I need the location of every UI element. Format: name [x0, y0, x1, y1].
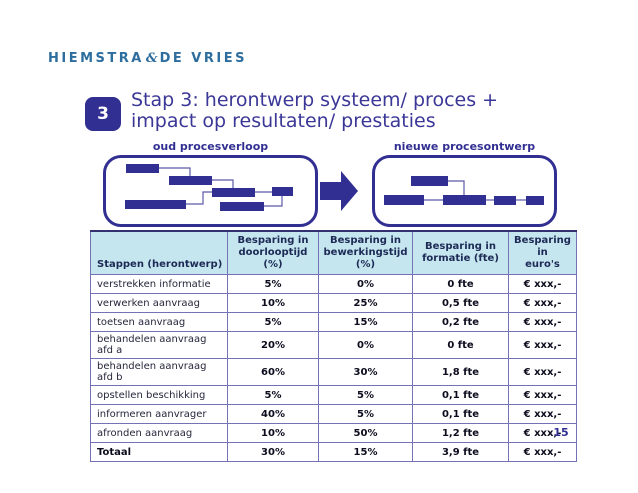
column-header-euros: Besparing in euro's [508, 230, 577, 275]
connector-line [212, 179, 234, 188]
connector-line [448, 180, 465, 195]
value-cell: 5% [227, 274, 319, 294]
connector-line [186, 191, 212, 205]
value-cell: € xxx,- [508, 385, 577, 405]
process-block [443, 195, 486, 205]
value-cell: € xxx,- [508, 423, 577, 443]
table-row: afronden aanvraag 10% 50% 1,2 fte € xxx,… [90, 423, 577, 443]
value-cell: 0% [318, 331, 413, 359]
value-cell: 5% [227, 385, 319, 405]
column-header-stappen: Stappen (herontwerp) [90, 230, 228, 275]
value-cell: 0,1 fte [412, 404, 509, 424]
table-row: toetsen aanvraag 5% 15% 0,2 fte € xxx,- [90, 312, 577, 332]
value-cell: € xxx,- [508, 331, 577, 359]
old-process-label: oud procesverloop [152, 140, 269, 153]
step-cell: opstellen beschikking [90, 385, 228, 405]
value-cell: € xxx,- [508, 293, 577, 313]
value-cell: 10% [227, 423, 319, 443]
value-cell: 25% [318, 293, 413, 313]
process-block [125, 200, 186, 209]
value-cell: 15% [318, 312, 413, 332]
value-cell: 60% [227, 358, 319, 386]
process-block [272, 187, 293, 196]
step-cell: verwerken aanvraag [90, 293, 228, 313]
page-number: 15 [553, 426, 569, 439]
value-cell: 0,1 fte [412, 385, 509, 405]
new-process-flow-graphic [384, 176, 544, 205]
value-cell: 30% [318, 358, 413, 386]
value-cell: 10% [227, 293, 319, 313]
value-cell: 50% [318, 423, 413, 443]
table-row: informeren aanvrager 40% 5% 0,1 fte € xx… [90, 404, 577, 424]
table-row: verstrekken informatie 5% 0% 0 fte € xxx… [90, 274, 577, 294]
company-logo: HIEMSTRA&DE VRIES [48, 51, 247, 66]
value-cell: 1,8 fte [412, 358, 509, 386]
process-block [126, 164, 159, 173]
value-cell: 40% [227, 404, 319, 424]
value-cell: € xxx,- [508, 358, 577, 386]
value-cell: 0,5 fte [412, 293, 509, 313]
logo-text-left: HIEMSTRA [48, 51, 144, 66]
new-process-label: nieuwe procesontwerp [393, 140, 536, 153]
old-process-diagram [103, 155, 318, 227]
value-cell: 0 fte [412, 274, 509, 294]
value-cell: € xxx,- [508, 312, 577, 332]
table-total-row: Totaal 30% 15% 3,9 fte € xxx,- [90, 442, 577, 462]
new-process-diagram [372, 155, 557, 227]
step-cell: verstrekken informatie [90, 274, 228, 294]
process-block [384, 195, 424, 205]
value-cell: 0 fte [412, 331, 509, 359]
value-cell: 0% [318, 274, 413, 294]
value-cell: 3,9 fte [412, 442, 509, 462]
savings-table: Stappen (herontwerp) Besparing in doorlo… [90, 230, 577, 462]
step-number-badge: 3 [85, 97, 121, 131]
value-cell: € xxx,- [508, 442, 577, 462]
column-header-doorlooptijd: Besparing in doorlooptijd (%) [227, 230, 319, 275]
table-row: behandelen aanvraag afd b 60% 30% 1,8 ft… [90, 358, 577, 386]
value-cell: € xxx,- [508, 274, 577, 294]
connector-line [264, 196, 283, 207]
value-cell: 5% [227, 312, 319, 332]
old-process-flow-graphic [125, 164, 293, 211]
value-cell: 20% [227, 331, 319, 359]
step-cell: behandelen aanvraag afd b [90, 358, 228, 386]
value-cell: 30% [227, 442, 319, 462]
value-cell: 5% [318, 404, 413, 424]
table-header-row: Stappen (herontwerp) Besparing in doorlo… [90, 230, 577, 275]
process-block [220, 202, 264, 211]
value-cell: 1,2 fte [412, 423, 509, 443]
table-row: behandelen aanvraag afd a 20% 0% 0 fte €… [90, 331, 577, 359]
process-block [169, 176, 212, 185]
value-cell: 15% [318, 442, 413, 462]
transform-arrow-icon [320, 171, 358, 211]
process-block [494, 196, 516, 205]
step-cell: afronden aanvraag [90, 423, 228, 443]
process-block [411, 176, 448, 186]
column-header-bewerkingstijd: Besparing in bewerkingstijd (%) [318, 230, 413, 275]
table-row: verwerken aanvraag 10% 25% 0,5 fte € xxx… [90, 293, 577, 313]
step-cell: toetsen aanvraag [90, 312, 228, 332]
logo-text-right: DE VRIES [159, 51, 247, 66]
step-cell: informeren aanvrager [90, 404, 228, 424]
logo-ampersand-icon: & [145, 51, 158, 66]
process-block [526, 196, 544, 205]
value-cell: € xxx,- [508, 404, 577, 424]
value-cell: 5% [318, 385, 413, 405]
connector-line [159, 167, 191, 177]
table-row: opstellen beschikking 5% 5% 0,1 fte € xx… [90, 385, 577, 405]
slide-title: Stap 3: herontwerp systeem/ proces + imp… [131, 89, 499, 132]
step-cell: behandelen aanvraag afd a [90, 331, 228, 359]
process-block [212, 188, 255, 197]
column-header-formatie: Besparing in formatie (fte) [412, 230, 509, 275]
value-cell: 0,2 fte [412, 312, 509, 332]
total-label-cell: Totaal [90, 442, 228, 462]
